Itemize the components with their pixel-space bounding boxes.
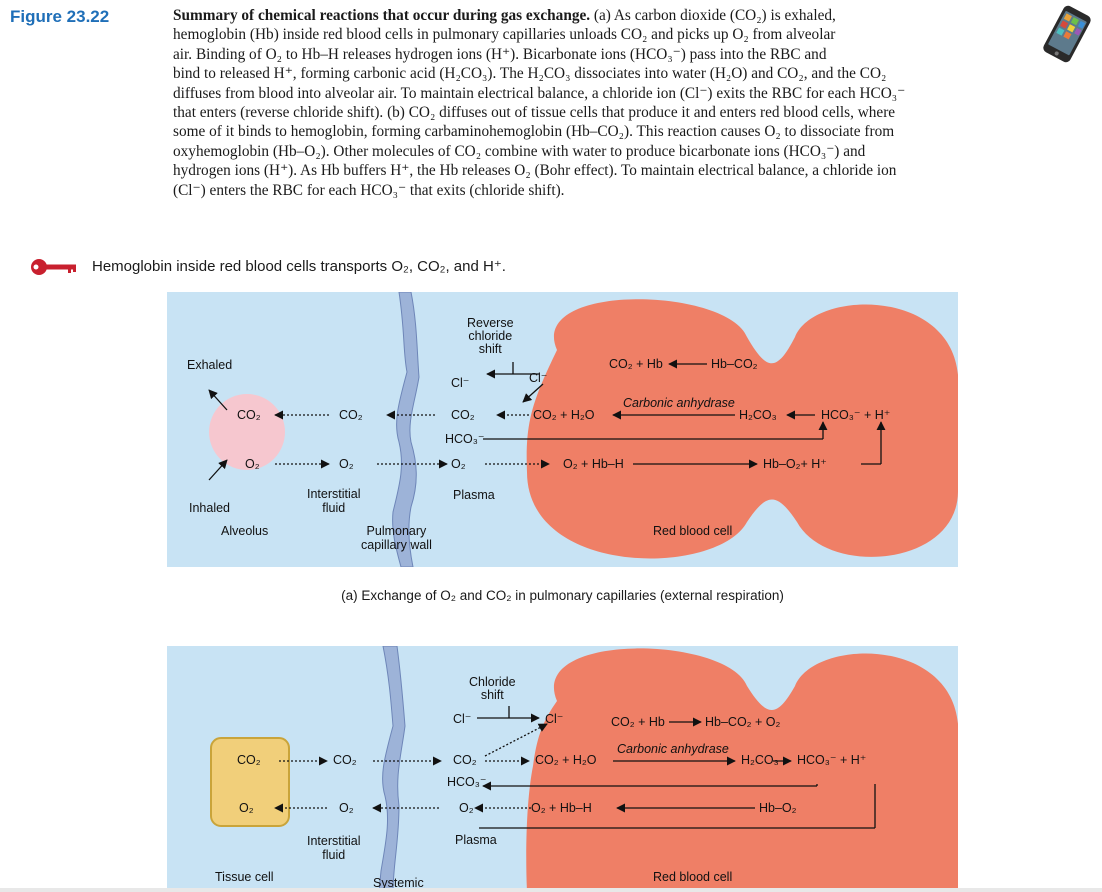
caption-text: Summary of chemical reactions that occur… bbox=[173, 6, 1083, 200]
label-alveolus: Alveolus bbox=[221, 524, 269, 538]
label-plasma: Plasma bbox=[455, 833, 497, 847]
panel-a-drawing bbox=[208, 292, 958, 567]
inhaled-arrow bbox=[208, 459, 228, 481]
phone-icon[interactable] bbox=[1040, 4, 1094, 64]
label-co2-plasma: CO₂ bbox=[453, 753, 477, 767]
capillary-wall bbox=[392, 292, 420, 567]
label-hco3-h: HCO₃⁻ + H⁺ bbox=[821, 408, 891, 422]
label-co2-alveolus: CO₂ bbox=[237, 408, 261, 422]
label-co2-h2o: CO₂ + H₂O bbox=[535, 753, 597, 767]
panel-internal-respiration: CO₂ O₂ Tissue cell CO₂ O₂ Interstitial f… bbox=[167, 646, 958, 892]
label-hb-co2-o2: Hb–CO₂ + O₂ bbox=[705, 715, 781, 729]
label-cl-rbc: Cl⁻ bbox=[529, 371, 548, 385]
caption-line: hemoglobin (Hb) inside red blood cells i… bbox=[173, 26, 836, 44]
label-co2-hb: CO₂ + Hb bbox=[609, 357, 663, 371]
label-o2-plasma: O₂ bbox=[459, 801, 474, 815]
label-hco3-plasma: HCO₃⁻ bbox=[447, 775, 487, 789]
label-systemic-wall: Systemic bbox=[373, 876, 424, 890]
caption-line-rest: (a) As carbon dioxide (CO₂) is exhaled, bbox=[590, 7, 836, 24]
label-o2-interstitial: O₂ bbox=[339, 457, 354, 471]
label-reverse-chloride-shift: Reverse chloride shift bbox=[467, 316, 514, 356]
label-plasma: Plasma bbox=[453, 488, 495, 502]
caption-bold: Summary of chemical reactions that occur… bbox=[173, 7, 591, 24]
caption-line: oxyhemoglobin (Hb–O₂). Other molecules o… bbox=[173, 142, 866, 160]
label-cl-plasma: Cl⁻ bbox=[453, 712, 472, 726]
label-h2co3: H₂CO₃ bbox=[739, 408, 777, 422]
label-hb-o2: Hb–O₂ bbox=[759, 801, 797, 815]
label-interstitial: Interstitial fluid bbox=[307, 487, 361, 515]
label-cl-rbc: Cl⁻ bbox=[545, 712, 564, 726]
caption-line: diffuses from blood into alveolar air. T… bbox=[173, 84, 906, 102]
caption-line: that enters (reverse chloride shift). (b… bbox=[173, 104, 896, 122]
label-o2-alveolus: O₂ bbox=[245, 457, 260, 471]
label-o2-hbh: O₂ + Hb–H bbox=[531, 801, 592, 815]
label-o2-tissue: O₂ bbox=[239, 801, 254, 815]
label-co2-tissue: CO₂ bbox=[237, 753, 261, 767]
label-o2-interstitial: O₂ bbox=[339, 801, 354, 815]
label-hb-o2-h: Hb–O₂+ H⁺ bbox=[763, 457, 827, 471]
label-exhaled: Exhaled bbox=[187, 358, 233, 372]
key-concept-text: Hemoglobin inside red blood cells transp… bbox=[92, 258, 506, 275]
caption-line: bind to released H⁺, forming carbonic ac… bbox=[173, 65, 887, 83]
label-chloride-shift: Chloride shift bbox=[469, 675, 516, 702]
label-carbonic-anhydrase: Carbonic anhydrase bbox=[617, 742, 729, 756]
label-co2-interstitial: CO₂ bbox=[339, 408, 363, 422]
label-co2-h2o: CO₂ + H₂O bbox=[533, 408, 595, 422]
caption-line: Summary of chemical reactions that occur… bbox=[173, 6, 1083, 25]
label-hb-co2: Hb–CO₂ bbox=[711, 357, 758, 371]
label-carbonic-anhydrase: Carbonic anhydrase bbox=[623, 396, 735, 410]
caption-line: (Cl⁻) enters the RBC for each HCO₃⁻ that… bbox=[173, 181, 565, 199]
alveolus bbox=[209, 394, 285, 470]
red-blood-cell bbox=[526, 299, 958, 559]
exhaled-arrow bbox=[208, 389, 228, 411]
label-inhaled: Inhaled bbox=[189, 501, 231, 515]
label-hco3-plasma: HCO₃⁻ bbox=[445, 432, 485, 446]
label-h2co3: H₂CO₃ bbox=[741, 753, 779, 767]
capillary-wall bbox=[378, 646, 406, 892]
panel-a-caption: (a) Exchange of O₂ and CO₂ in pulmonary … bbox=[341, 588, 784, 603]
label-co2-plasma: CO₂ bbox=[451, 408, 475, 422]
label-interstitial: Interstitial fluid bbox=[307, 834, 361, 862]
label-hco3-h: HCO₃⁻ + H⁺ bbox=[797, 753, 867, 767]
figure-label: Figure 23.22 bbox=[10, 7, 110, 26]
label-capillary-wall: Pulmonary capillary wall bbox=[361, 524, 432, 552]
tissue-cell bbox=[210, 737, 290, 827]
label-o2-hbh: O₂ + Hb–H bbox=[563, 457, 624, 471]
label-co2-hb: CO₂ + Hb bbox=[611, 715, 665, 729]
page-bottom-edge bbox=[0, 888, 1102, 892]
red-blood-cell bbox=[526, 648, 958, 892]
label-red-blood-cell: Red blood cell bbox=[653, 870, 733, 884]
caption-line: air. Binding of O₂ to Hb–H releases hydr… bbox=[173, 45, 827, 63]
key-icon bbox=[31, 259, 76, 275]
panel-external-respiration: Exhaled Inhaled Alveolus CO₂ O₂ CO₂ O₂ I… bbox=[167, 292, 958, 567]
caption-line: hydrogen ions (H⁺). As Hb buffers H⁺, th… bbox=[173, 162, 897, 180]
panel-b-drawing bbox=[210, 646, 958, 892]
label-tissue-cell: Tissue cell bbox=[215, 870, 274, 884]
label-red-blood-cell: Red blood cell bbox=[653, 524, 733, 538]
label-co2-interstitial: CO₂ bbox=[333, 753, 357, 767]
caption-line: some of it binds to hemoglobin, forming … bbox=[173, 123, 895, 141]
label-o2-plasma: O₂ bbox=[451, 457, 466, 471]
label-cl-plasma: Cl⁻ bbox=[451, 376, 470, 390]
